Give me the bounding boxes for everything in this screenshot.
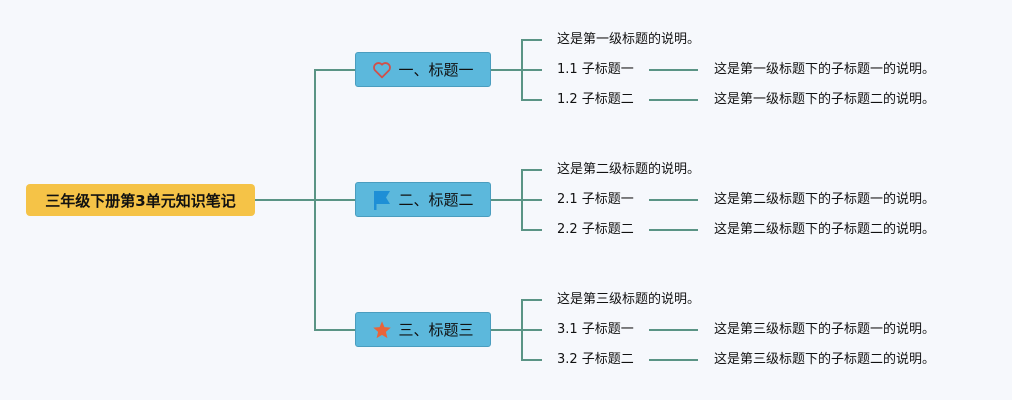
subtopic-label[interactable]: 1.1 子标题一: [557, 62, 634, 77]
topic-node-2[interactable]: 二、标题二: [355, 182, 491, 217]
connector: [491, 199, 523, 201]
connector: [314, 329, 355, 331]
topic-node-3[interactable]: 三、标题三: [355, 312, 491, 347]
connector: [649, 99, 698, 101]
topic-label: 三、标题三: [398, 321, 474, 339]
connector: [649, 359, 698, 361]
subtopic-label[interactable]: 3.1 子标题一: [557, 322, 634, 337]
connector: [314, 69, 355, 71]
connector: [521, 229, 542, 231]
topic-node-1[interactable]: 一、标题一: [355, 52, 491, 87]
subtopic-description: 这是第二级标题下的子标题一的说明。: [714, 192, 936, 207]
root-node[interactable]: 三年级下册第3单元知识笔记: [26, 184, 255, 216]
subtopic-description: 这是第三级标题下的子标题一的说明。: [714, 322, 936, 337]
connector: [521, 329, 542, 331]
connector: [521, 299, 542, 301]
connector: [649, 199, 698, 201]
heart-icon: [372, 60, 392, 80]
topic-label: 一、标题一: [398, 61, 474, 79]
connector: [314, 199, 355, 201]
subtopic-label[interactable]: 3.2 子标题二: [557, 352, 634, 367]
connector: [521, 359, 542, 361]
subtopic-description: 这是第三级标题下的子标题二的说明。: [714, 352, 936, 367]
topic-label: 二、标题二: [398, 191, 474, 209]
subtopic-description: 这是第一级标题下的子标题一的说明。: [714, 62, 936, 77]
connector: [521, 39, 542, 41]
topic-description: 这是第三级标题的说明。: [557, 292, 701, 307]
root-label: 三年级下册第3单元知识笔记: [45, 191, 236, 210]
connector: [649, 229, 698, 231]
subtopic-label[interactable]: 1.2 子标题二: [557, 92, 634, 107]
star-icon: [372, 320, 392, 340]
subtopic-description: 这是第二级标题下的子标题二的说明。: [714, 222, 936, 237]
subtopic-label[interactable]: 2.2 子标题二: [557, 222, 634, 237]
connector: [521, 199, 542, 201]
connector: [255, 199, 315, 201]
connector: [491, 329, 523, 331]
connector: [521, 169, 542, 171]
subtopic-label[interactable]: 2.1 子标题一: [557, 192, 634, 207]
connector: [491, 69, 523, 71]
connector: [649, 329, 698, 331]
connector: [649, 69, 698, 71]
connector: [521, 69, 542, 71]
flag-icon: [372, 190, 392, 210]
topic-description: 这是第一级标题的说明。: [557, 32, 701, 47]
topic-description: 这是第二级标题的说明。: [557, 162, 701, 177]
connector: [521, 99, 542, 101]
subtopic-description: 这是第一级标题下的子标题二的说明。: [714, 92, 936, 107]
